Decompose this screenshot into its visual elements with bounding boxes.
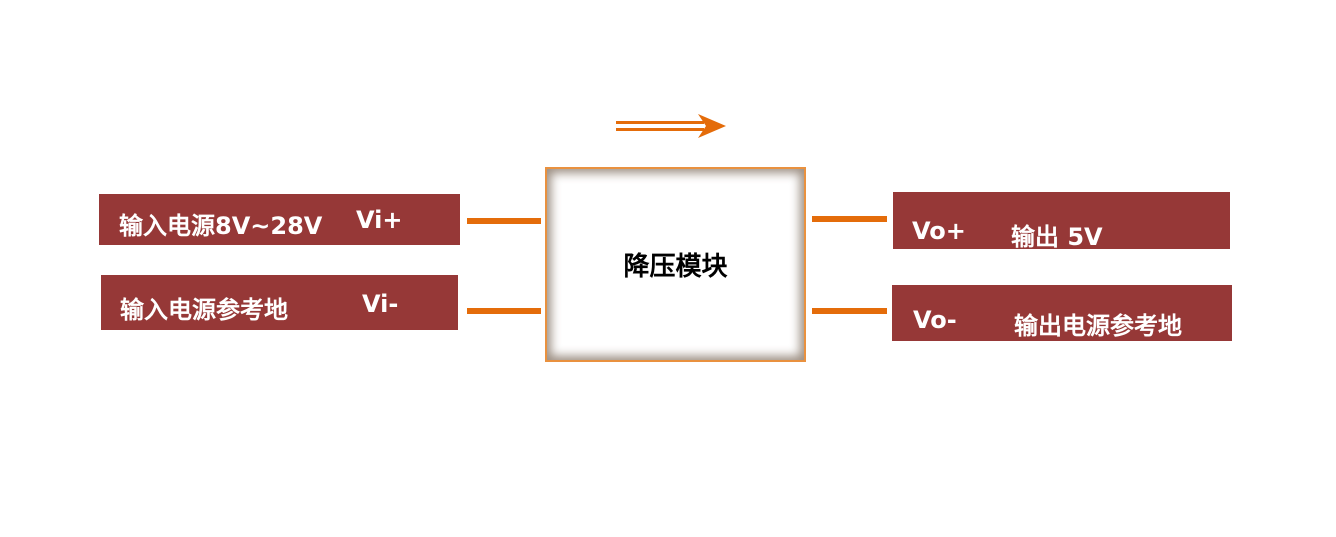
input-ground-label: 输入电源参考地 Vi- xyxy=(101,275,458,330)
input-positive-wire xyxy=(467,218,541,224)
flow-direction-arrow-icon xyxy=(616,114,726,138)
output-negative-pin: Vo- xyxy=(913,306,957,334)
output-negative-wire xyxy=(812,308,887,314)
output-positive-pin: Vo+ xyxy=(912,217,966,245)
output-power-text: 输出 5V xyxy=(1011,223,1103,251)
output-power-label: Vo+ 输出 5V xyxy=(893,192,1230,251)
input-negative-wire xyxy=(467,308,541,314)
output-ground-text: 输出电源参考地 xyxy=(1014,312,1182,340)
output-ground-label: Vo- 输出电源参考地 xyxy=(892,285,1232,341)
input-power-label: 输入电源8V~28V Vi+ xyxy=(99,194,460,245)
input-ground-text: 输入电源参考地 xyxy=(120,296,288,324)
buck-converter-module: 降压模块 xyxy=(545,167,806,362)
input-positive-pin: Vi+ xyxy=(356,206,403,234)
input-power-text: 输入电源8V~28V xyxy=(119,212,323,240)
output-positive-wire xyxy=(812,216,887,222)
input-negative-pin: Vi- xyxy=(362,290,399,318)
module-title: 降压模块 xyxy=(623,252,728,282)
